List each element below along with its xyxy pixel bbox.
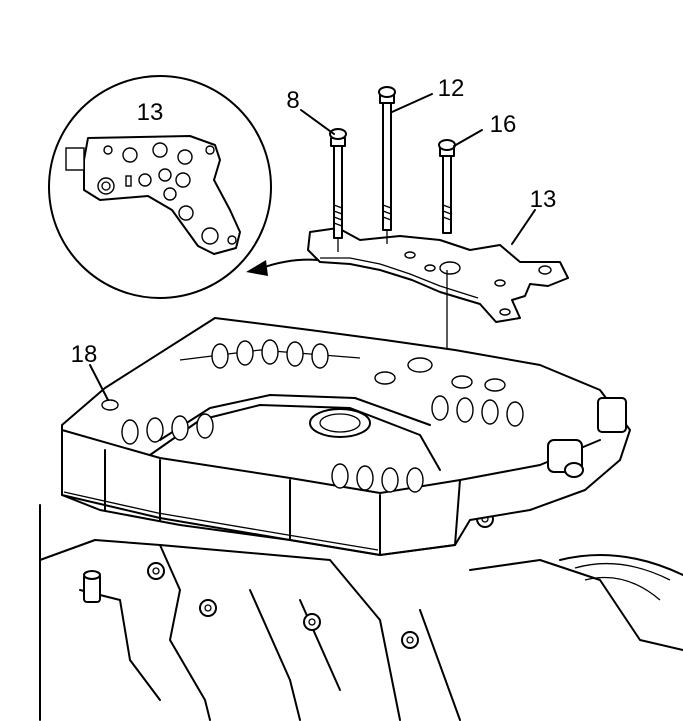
- spool-valve-row: [121, 413, 214, 445]
- bolt-16: [438, 139, 456, 234]
- callout-bolt-12: 12: [438, 75, 465, 102]
- callout-inset-13: 13: [137, 99, 164, 126]
- spool-valve-row: [431, 395, 524, 427]
- case-bolt: [401, 631, 419, 649]
- callout-bracket-13: 13: [530, 186, 557, 213]
- callout-bolt-8: 8: [286, 87, 299, 114]
- bracket-plate: [307, 227, 569, 323]
- spool-valve-row: [179, 339, 361, 369]
- case-stud: [83, 570, 101, 603]
- case-bolt: [199, 599, 217, 617]
- bolt-12: [378, 86, 396, 231]
- callout-bolt-16: 16: [490, 111, 517, 138]
- inset-detail: [48, 75, 272, 299]
- valve-body: [61, 317, 631, 556]
- leader-lines: [89, 93, 536, 401]
- callout-valve-body-18: 18: [71, 341, 98, 368]
- case-bolt: [147, 562, 165, 580]
- solenoid-connector: [547, 397, 627, 478]
- valve-plug: [101, 357, 506, 411]
- spool-valve-row: [331, 463, 424, 493]
- detail-arrow: [246, 258, 319, 276]
- bolt-8: [329, 128, 347, 239]
- case-bolt: [303, 613, 321, 631]
- bolt-guide-lines: [337, 230, 388, 252]
